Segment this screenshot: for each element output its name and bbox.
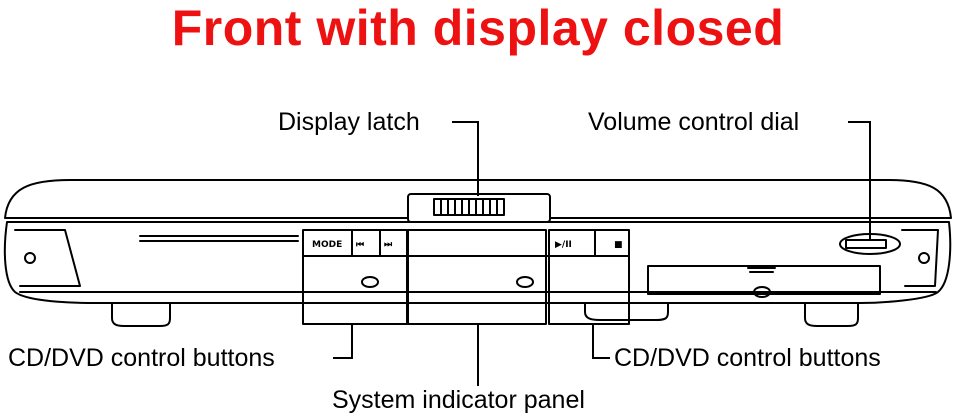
optical-drive-tray: [647, 265, 881, 295]
left-foot: [111, 302, 171, 327]
play-pause-button-label: ▶/II: [555, 240, 572, 250]
diagram-title: Front with display closed: [171, 0, 785, 56]
volume-dial-leader: [848, 121, 871, 240]
stop-button-label: ■: [614, 240, 623, 250]
cd-dvd-right-label: CD/DVD control buttons: [614, 344, 881, 372]
right-button-panel: [548, 229, 630, 325]
mode-button-label: MODE: [312, 240, 342, 250]
volume-control-dial-label: Volume control dial: [588, 108, 800, 136]
display-latch-label: Display latch: [278, 108, 420, 136]
prev-button-label: ⏮: [356, 240, 364, 250]
cd-dvd-left-leader: [333, 324, 353, 359]
display-latch-leader: [452, 121, 479, 196]
next-button-label: ⏭: [384, 240, 393, 250]
cd-dvd-left-label: CD/DVD control buttons: [8, 344, 275, 372]
cd-dvd-right-leader: [592, 324, 610, 359]
right-foot: [804, 302, 859, 327]
base-outline: [3, 221, 952, 304]
system-indicator-panel-label: System indicator panel: [332, 386, 585, 414]
center-foot: [584, 302, 669, 321]
